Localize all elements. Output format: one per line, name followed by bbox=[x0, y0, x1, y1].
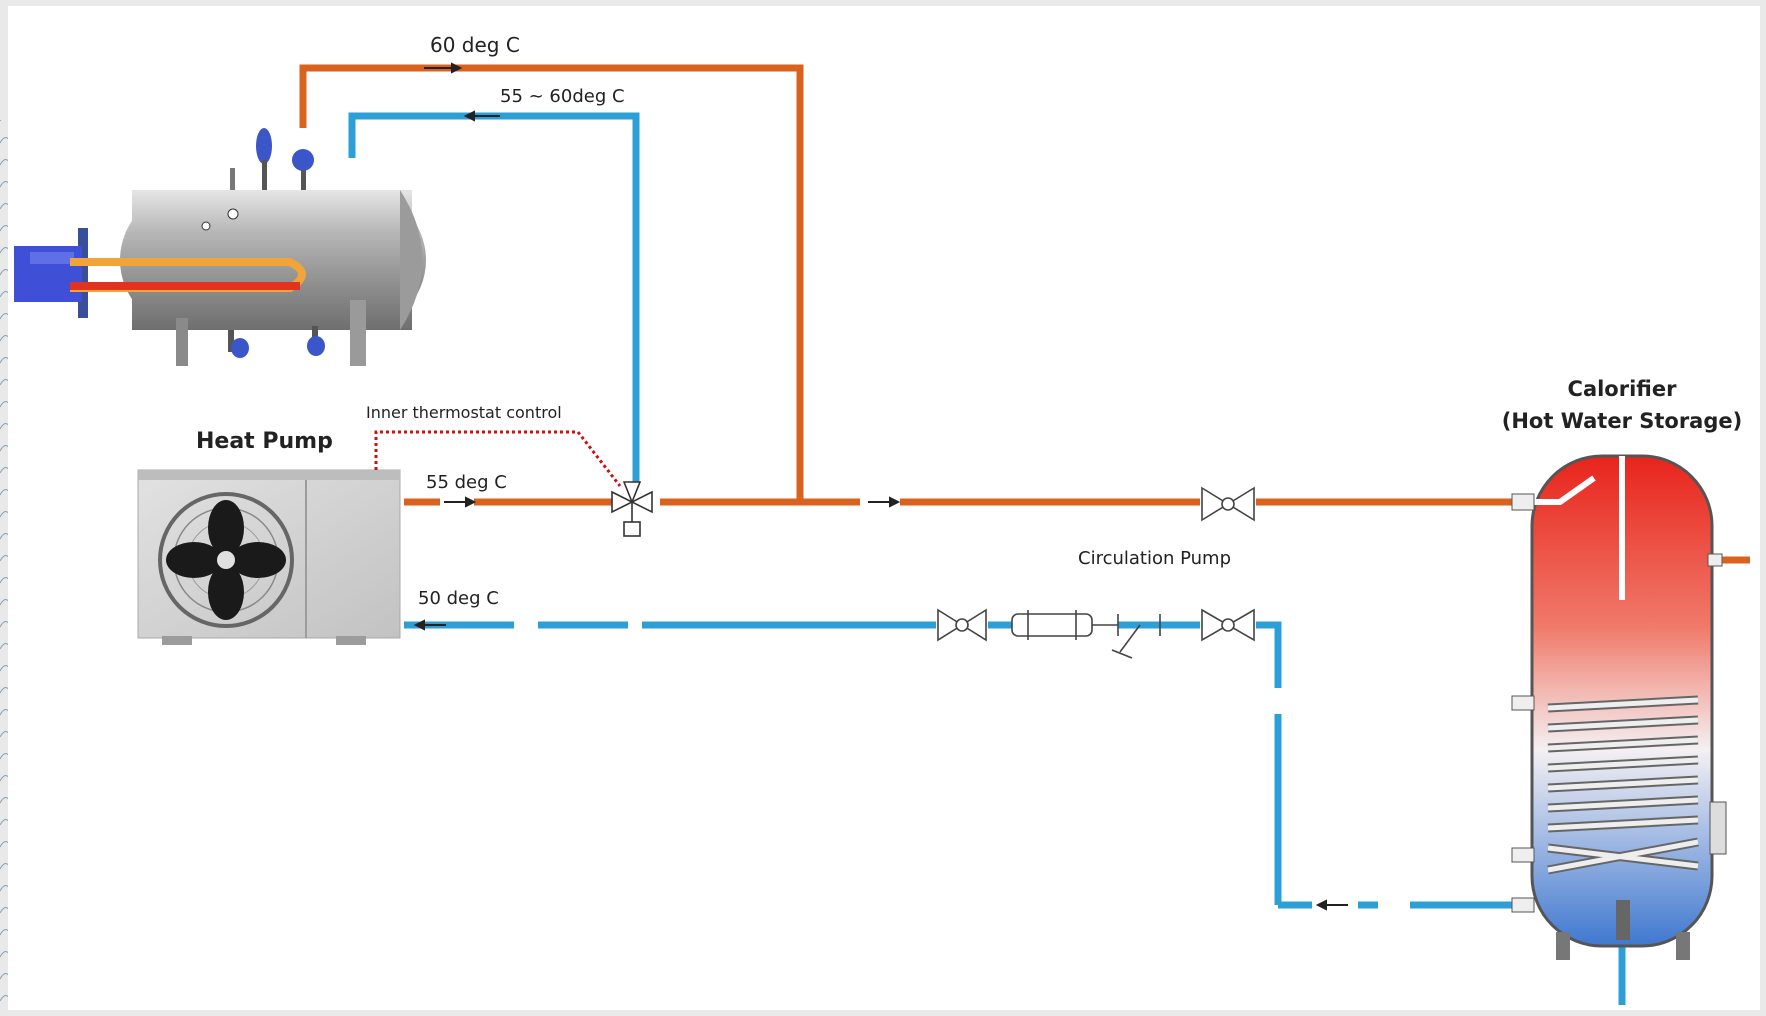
heat-pump-unit-icon bbox=[137, 469, 401, 645]
inner-thermostat-label: Inner thermostat control bbox=[366, 403, 562, 422]
horizontal-boiler-icon bbox=[14, 128, 426, 366]
hot-pipe-boiler-outlet bbox=[299, 64, 804, 502]
temp-60-label: 60 deg C bbox=[430, 33, 520, 57]
heat-pump-title: Heat Pump bbox=[196, 429, 333, 454]
calorifier-subtitle: (Hot Water Storage) bbox=[1502, 409, 1742, 433]
temp-50-label: 50 deg C bbox=[418, 588, 499, 609]
circulation-pump-icon bbox=[1011, 610, 1161, 659]
thermostat-control-wire bbox=[374, 430, 622, 487]
gate-valve-icon bbox=[937, 608, 987, 642]
gate-valve-icon bbox=[1201, 486, 1255, 522]
hot-pipe-main bbox=[404, 498, 1750, 564]
flow-arrows bbox=[413, 62, 1348, 911]
three-way-valve-icon bbox=[611, 481, 653, 537]
cold-pipe-return bbox=[404, 621, 1626, 1005]
temp-55-label: 55 deg C bbox=[426, 472, 507, 493]
calorifier-title: Calorifier bbox=[1568, 377, 1678, 401]
hot-water-cylinder-icon bbox=[1511, 454, 1727, 960]
circulation-pump-label: Circulation Pump bbox=[1078, 548, 1231, 569]
gate-valve-icon bbox=[1201, 608, 1255, 642]
temp-55-60-label: 55 ~ 60deg C bbox=[500, 86, 625, 107]
